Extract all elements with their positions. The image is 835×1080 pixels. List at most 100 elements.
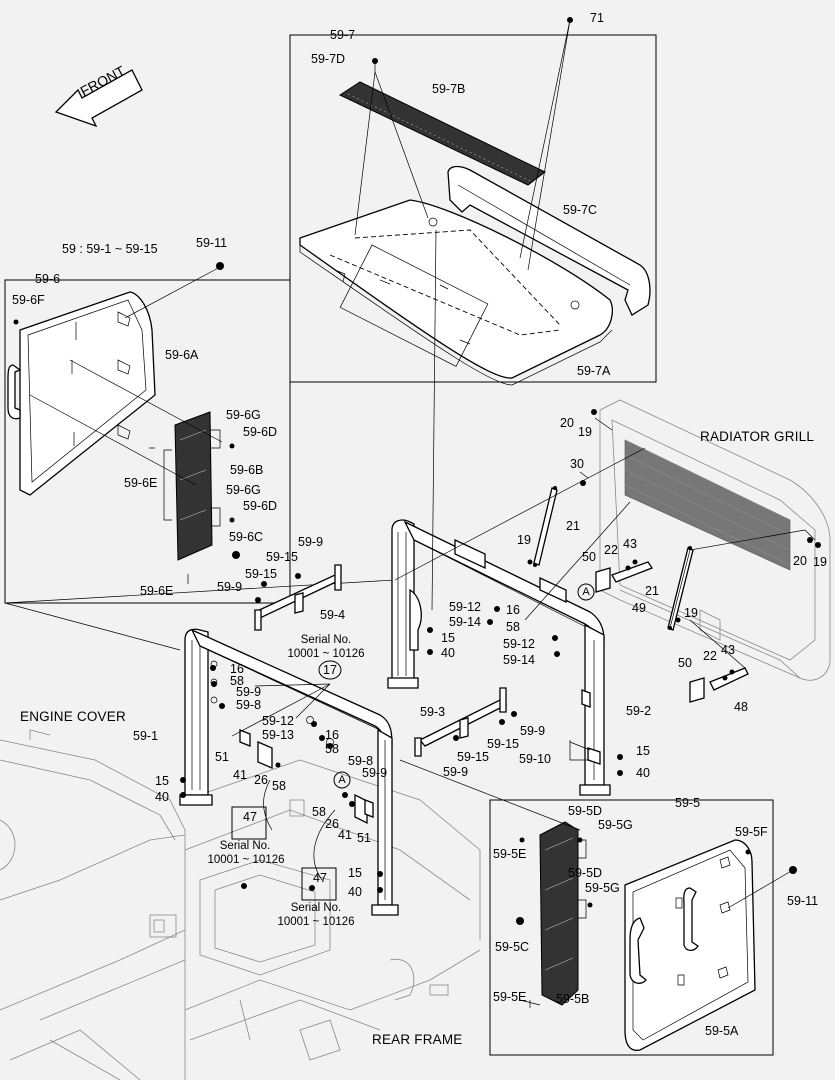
leader-lines: [231, 229, 816, 1006]
callout-a: A: [582, 586, 590, 598]
serial-note-title: Serial No.: [290, 902, 342, 914]
callout-47: 47: [313, 871, 327, 885]
part-59-7c: 59-7C: [563, 203, 598, 217]
part-21: 21: [645, 584, 659, 598]
part-59-9: 59-9: [520, 724, 546, 738]
part-59-9: 59-9: [443, 765, 469, 779]
part-58: 58: [312, 805, 326, 819]
part-59-7d: 59-7D: [311, 52, 346, 66]
part-19: 19: [578, 425, 592, 439]
part-41: 41: [338, 828, 352, 842]
part-59-10: 59-10: [519, 752, 551, 766]
part-59-6e: 59-6E: [140, 584, 174, 598]
part-51: 51: [215, 750, 229, 764]
part-59-2: 59-2: [626, 704, 652, 718]
part-40: 40: [441, 646, 455, 660]
callout-47: 47: [243, 810, 257, 824]
part-58: 58: [272, 779, 286, 793]
part-59-6: 59-6: [35, 272, 61, 286]
part-59-7b: 59-7B: [432, 82, 466, 96]
serial-note-title: Serial No.: [300, 634, 352, 646]
rear-frame-drawing: [184, 759, 481, 1061]
part-59-8: 59-8: [236, 698, 262, 712]
support-59-3: [414, 687, 508, 757]
part-59-7a: 59-7A: [577, 364, 611, 378]
right-door-group: [489, 799, 797, 1056]
front-arrow-icon: [54, 69, 143, 128]
callout-shapes: [231, 583, 595, 901]
callout-17: 17: [323, 663, 337, 677]
part-59-5b: 59-5B: [556, 992, 590, 1006]
part-59-15: 59-15: [457, 750, 489, 764]
part-40: 40: [636, 766, 650, 780]
rear-frame-label: REAR FRAME: [372, 1032, 463, 1047]
serial-note-range: 10001 ~ 10126: [287, 648, 365, 660]
part-59-6c: 59-6C: [229, 530, 264, 544]
part-59-6d: 59-6D: [243, 499, 278, 513]
part-59-5e: 59-5E: [493, 990, 527, 1004]
part-58: 58: [325, 742, 339, 756]
part-59-6a: 59-6A: [165, 348, 199, 362]
part-40: 40: [348, 885, 362, 899]
part-59-6f: 59-6F: [12, 293, 45, 307]
part-59-13: 59-13: [262, 728, 294, 742]
part-15: 15: [348, 866, 362, 880]
part-58: 58: [230, 674, 244, 688]
part-16: 16: [506, 603, 520, 617]
part-59-5f: 59-5F: [735, 825, 768, 839]
part-16: 16: [325, 728, 339, 742]
part-59-5d: 59-5D: [568, 866, 603, 880]
part-59-4: 59-4: [320, 608, 346, 622]
part-59-5e: 59-5E: [493, 847, 527, 861]
part-43: 43: [721, 643, 735, 657]
part-15: 15: [636, 744, 650, 758]
part-59-9: 59-9: [236, 685, 262, 699]
gas-spring-21: [533, 486, 694, 631]
part-58: 58: [506, 620, 520, 634]
part-20: 20: [793, 554, 807, 568]
radiator-grill-label: RADIATOR GRILL: [700, 429, 815, 444]
part-59-12: 59-12: [262, 714, 294, 728]
top-cover-group: [289, 17, 657, 386]
part-59-5a: 59-5A: [705, 1024, 739, 1038]
part-59-6g: 59-6G: [226, 483, 261, 497]
part-26: 26: [254, 773, 268, 787]
part-59-5g: 59-5G: [585, 881, 620, 895]
part-59-14: 59-14: [503, 653, 535, 667]
group-note: 59 : 59-1 ~ 59-15: [62, 242, 158, 256]
part-71: 71: [590, 11, 604, 25]
part-59-12: 59-12: [503, 637, 535, 651]
part-50: 50: [678, 656, 692, 670]
part-43: 43: [623, 537, 637, 551]
part-59-5d: 59-5D: [568, 804, 603, 818]
part-15: 15: [155, 774, 169, 788]
part-59-8: 59-8: [348, 754, 374, 768]
part-48: 48: [734, 700, 748, 714]
hinges: [595, 561, 749, 703]
part-59-1: 59-1: [133, 729, 159, 743]
part-59-5c: 59-5C: [495, 940, 530, 954]
engine-cover-label: ENGINE COVER: [20, 709, 126, 724]
part-30: 30: [570, 457, 584, 471]
support-59-4: [253, 564, 342, 631]
serial-note-range: 10001 ~ 10126: [207, 854, 285, 866]
part-59-6b: 59-6B: [230, 463, 264, 477]
part-40: 40: [155, 790, 169, 804]
part-16: 16: [230, 662, 244, 676]
part-59-15: 59-15: [266, 550, 298, 564]
frame-59-2: [387, 519, 611, 796]
part-59-12: 59-12: [449, 600, 481, 614]
part-19: 19: [684, 606, 698, 620]
part-59-14: 59-14: [449, 615, 481, 629]
part-21: 21: [566, 519, 580, 533]
part-59-6d: 59-6D: [243, 425, 278, 439]
callout-a: A: [338, 774, 346, 786]
hardware-dots: [180, 262, 821, 893]
part-19: 19: [517, 533, 531, 547]
part-26: 26: [325, 817, 339, 831]
left-door-group: [4, 265, 396, 651]
part-50: 50: [582, 550, 596, 564]
part-59-6g: 59-6G: [226, 408, 261, 422]
part-51: 51: [357, 831, 371, 845]
